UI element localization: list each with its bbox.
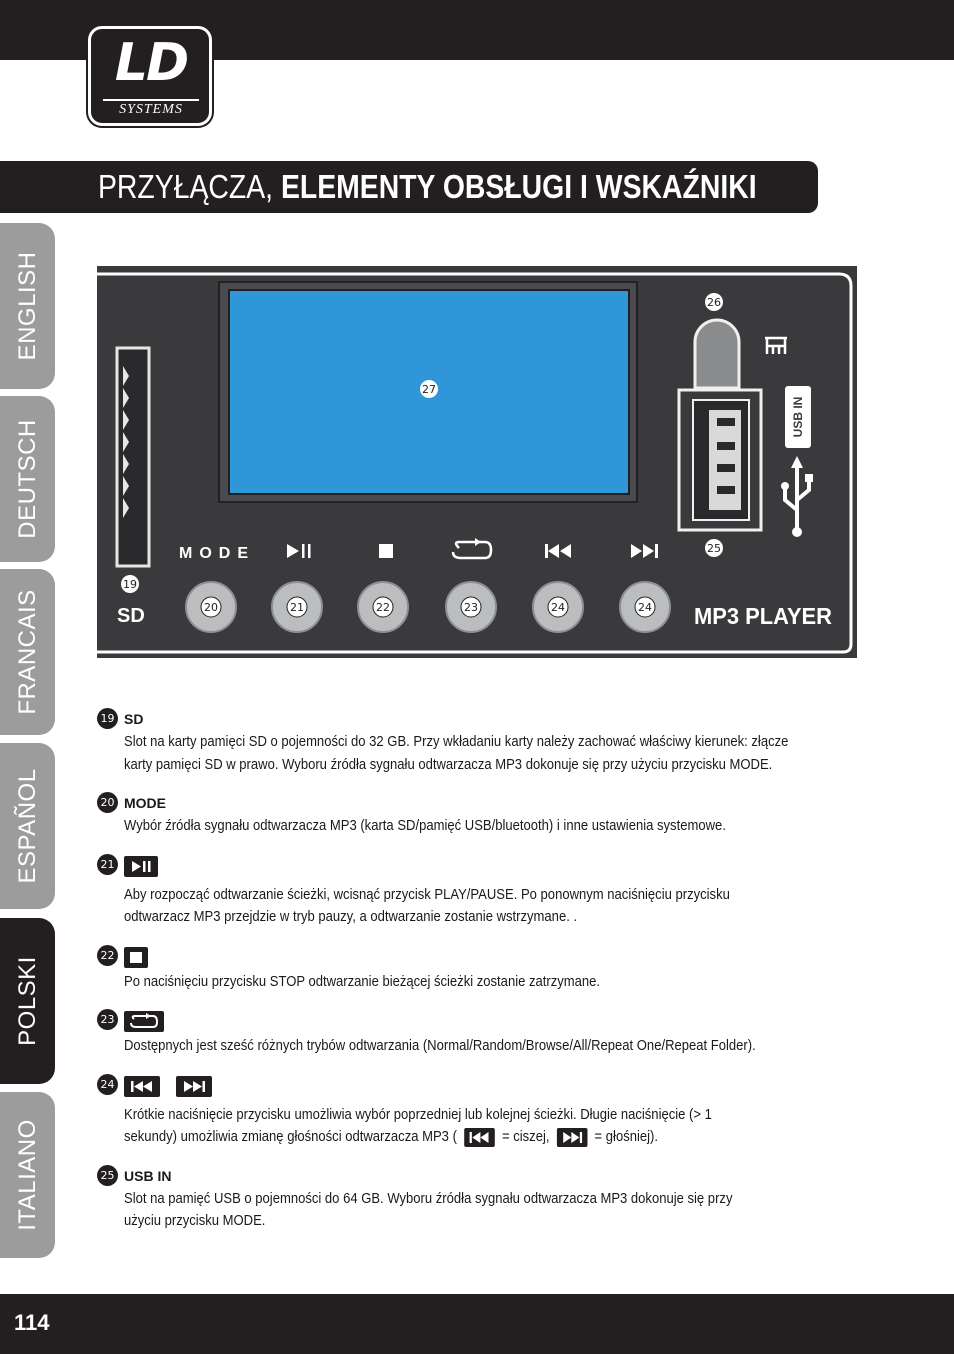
callout-24-prev: 24 bbox=[547, 596, 569, 618]
item-line: karty pamięci SD w prawo. Wyboru źródła … bbox=[124, 756, 773, 773]
repeat-icon bbox=[124, 1011, 164, 1032]
item-line: Dostępnych jest sześć różnych trybów odt… bbox=[124, 1038, 756, 1054]
bottom-bar bbox=[0, 1294, 954, 1354]
prev-track-icon bbox=[124, 1075, 160, 1097]
tab-italiano[interactable]: ITALIANO bbox=[0, 1092, 55, 1258]
tab-francais-label: FRANCAIS bbox=[13, 589, 41, 715]
svg-text:19: 19 bbox=[123, 578, 137, 591]
sd-card-slot[interactable] bbox=[115, 346, 151, 568]
prev-track-icon bbox=[545, 544, 571, 558]
tab-polski[interactable]: POLSKI bbox=[0, 918, 55, 1084]
item-line-inline: sekundy) umożliwia zmianę głośności odtw… bbox=[124, 1126, 786, 1149]
logo-main-text: LD bbox=[114, 33, 189, 93]
item-number: 23 bbox=[97, 1009, 118, 1030]
page-number: 114 bbox=[14, 1310, 50, 1335]
callout-19: 19 bbox=[121, 575, 139, 593]
mp3-player-panel: USB IN MODE 19 20 21 22 23 24 bbox=[97, 266, 857, 658]
item-text: sekundy) umożliwia zmianę głośności odtw… bbox=[124, 1129, 457, 1145]
item-23: 23 Dostępnych jest sześć różnych trybów … bbox=[97, 1009, 897, 1058]
panel-outline bbox=[97, 272, 853, 654]
item-line: Aby rozpocząć odtwarzanie ścieżki, wcisn… bbox=[124, 886, 730, 903]
callout-24-next: 24 bbox=[634, 596, 656, 618]
svg-text:25: 25 bbox=[707, 542, 721, 555]
next-track-icon bbox=[176, 1075, 213, 1097]
item-line: Wybór źródła sygnału odtwarzacza MP3 (ka… bbox=[124, 818, 726, 834]
item-21: 21 Aby rozpocząć odtwarzanie ścieżki, wc… bbox=[97, 853, 897, 929]
item-line: Slot na pamięć USB o pojemności do 64 GB… bbox=[124, 1190, 733, 1207]
ld-systems-logo: LD SYSTEMS bbox=[88, 26, 212, 126]
stop-icon bbox=[124, 946, 148, 968]
tab-deutsch[interactable]: DEUTSCH bbox=[0, 396, 55, 562]
description-list: 19 SD Slot na karty pamięci SD o pojemno… bbox=[97, 708, 897, 1249]
callout-25: 25 bbox=[705, 539, 723, 557]
play-pause-icon bbox=[124, 855, 158, 877]
tab-english[interactable]: ENGLISH bbox=[0, 223, 55, 389]
item-number: 24 bbox=[97, 1073, 118, 1095]
svg-text:21: 21 bbox=[290, 601, 304, 614]
usb-in-label-box bbox=[785, 386, 811, 448]
item-number: 21 bbox=[97, 853, 118, 875]
prev-track-icon bbox=[464, 1127, 495, 1147]
tab-italiano-label: ITALIANO bbox=[13, 1119, 41, 1231]
svg-text:24: 24 bbox=[551, 601, 565, 614]
stop-icon bbox=[379, 544, 393, 558]
usb-port[interactable] bbox=[677, 388, 763, 532]
title-bar: PRZYŁĄCZA, ELEMENTY OBSŁUGI I WSKAŹNIKI bbox=[0, 161, 818, 213]
item-19: 19 SD Slot na karty pamięci SD o pojemno… bbox=[97, 708, 897, 776]
callout-20: 20 bbox=[200, 596, 222, 618]
item-line: Slot na karty pamięci SD o pojemności do… bbox=[124, 734, 789, 750]
item-line: Krótkie naciśnięcie przycisku umożliwia … bbox=[124, 1106, 712, 1123]
item-line: Po naciśnięciu przycisku STOP odtwarzani… bbox=[124, 973, 601, 990]
callout-21: 21 bbox=[286, 596, 308, 618]
item-24: 24 Krótkie naciśnięcie przycisku umożliw… bbox=[97, 1073, 897, 1149]
item-20: 20 MODE Wybór źródła sygnału odtwarzacza… bbox=[97, 792, 897, 838]
item-heading: MODE bbox=[124, 795, 166, 811]
usb-in-label: USB IN bbox=[791, 397, 805, 438]
svg-text:24: 24 bbox=[638, 601, 652, 614]
tab-francais[interactable]: FRANCAIS bbox=[0, 569, 55, 735]
callout-22: 22 bbox=[372, 596, 394, 618]
page-title-light: PRZYŁĄCZA, bbox=[98, 168, 274, 205]
svg-text:22: 22 bbox=[376, 601, 390, 614]
item-line: użyciu przycisku MODE. bbox=[124, 1213, 266, 1229]
tab-espanol[interactable]: ESPAÑOL bbox=[0, 743, 55, 909]
item-text: = ciszej, bbox=[501, 1129, 550, 1145]
play-pause-icon bbox=[287, 544, 311, 558]
item-heading: SD bbox=[124, 711, 144, 727]
logo-sub-text: SYSTEMS bbox=[103, 99, 199, 118]
tab-polski-label: POLSKI bbox=[13, 956, 41, 1046]
mp3-player-label: MP3 PLAYER bbox=[694, 603, 832, 629]
item-number: 25 bbox=[97, 1164, 118, 1186]
svg-text:20: 20 bbox=[204, 601, 218, 614]
repeat-icon bbox=[451, 538, 493, 560]
sd-label: SD bbox=[117, 605, 145, 627]
page-title-bold: ELEMENTY OBSŁUGI I WSKAŹNIKI bbox=[280, 168, 757, 205]
tab-deutsch-label: DEUTSCH bbox=[13, 419, 41, 539]
folder-icon bbox=[765, 336, 787, 354]
svg-text:26: 26 bbox=[707, 296, 721, 309]
tab-english-label: ENGLISH bbox=[13, 251, 41, 361]
callout-26: 26 bbox=[705, 293, 723, 311]
callout-23: 23 bbox=[460, 596, 482, 618]
item-22: 22 Po naciśnięciu przycisku STOP odtwarz… bbox=[97, 944, 897, 994]
item-text: = głośniej). bbox=[594, 1129, 659, 1145]
page-title: PRZYŁĄCZA, ELEMENTY OBSŁUGI I WSKAŹNIKI bbox=[98, 167, 757, 207]
item-number: 22 bbox=[97, 944, 118, 966]
next-track-icon bbox=[556, 1127, 588, 1147]
item-number: 19 bbox=[97, 708, 118, 729]
usb-symbol-icon bbox=[781, 456, 813, 537]
item-number: 20 bbox=[97, 792, 118, 813]
item-25: 25 USB IN Slot na pamięć USB o pojemnośc… bbox=[97, 1164, 897, 1233]
next-track-icon bbox=[631, 544, 658, 558]
mode-label: MODE bbox=[179, 545, 255, 562]
item-heading: USB IN bbox=[124, 1167, 172, 1184]
svg-text:23: 23 bbox=[464, 601, 478, 614]
callout-27: 27 bbox=[420, 380, 438, 398]
tab-espanol-label: ESPAÑOL bbox=[13, 768, 41, 884]
pointer-indicator bbox=[693, 318, 741, 390]
svg-text:27: 27 bbox=[422, 383, 436, 396]
item-line: odtwarzacz MP3 przejdzie w tryb pauzy, a… bbox=[124, 909, 578, 925]
